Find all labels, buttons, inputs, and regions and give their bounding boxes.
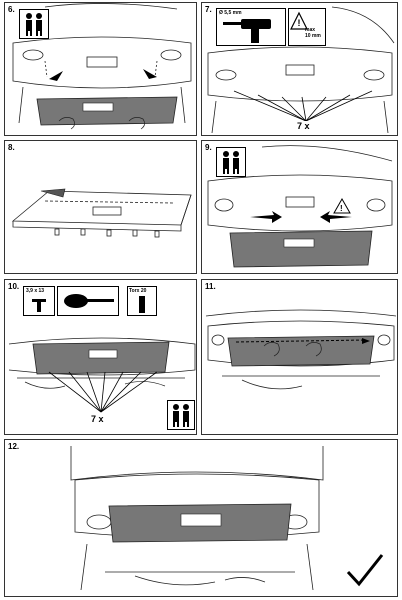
torx-size-label: Torx 20	[129, 288, 147, 294]
car-rear-drawing	[205, 309, 397, 390]
car-rear-drawing	[207, 6, 395, 134]
step-number: 12.	[8, 442, 20, 451]
screwdriver-icon	[57, 286, 119, 316]
two-persons-icon	[19, 9, 49, 39]
step-8-panel: 8.	[4, 140, 197, 274]
car-rear-drawing	[70, 446, 324, 591]
screw-count-label: 7 x	[89, 414, 106, 424]
step-10-panel: 10. 3,9 x 13 Torx 20 7 x	[4, 279, 197, 435]
torx-bit-icon: Torx 20	[127, 286, 157, 316]
step-number: 11.	[205, 282, 216, 291]
two-persons-icon	[216, 147, 246, 177]
step-number: 6.	[8, 5, 15, 14]
step-11-panel: 11.	[201, 279, 398, 435]
warning-icon: ! max 10 mm	[288, 8, 326, 46]
car-rear-drawing	[12, 3, 192, 130]
step-number: 8.	[8, 143, 15, 152]
screw-size-label: 3,9 x 13	[26, 288, 45, 294]
drill-size-label: Ø 5,5 mm	[219, 10, 242, 16]
step-6-panel: 6.	[4, 2, 197, 136]
two-persons-icon	[167, 400, 195, 430]
car-rear-drawing: !	[207, 145, 393, 268]
step-number: 7.	[205, 5, 212, 14]
drill-icon: Ø 5,5 mm	[216, 8, 286, 46]
max-depth-label: max 10 mm	[305, 27, 321, 39]
svg-text:!: !	[340, 204, 343, 213]
step-number: 9.	[205, 143, 212, 152]
svg-text:!: !	[298, 18, 301, 28]
step-9-panel: 9. !	[201, 140, 398, 274]
hole-count-label: 7 x	[295, 121, 312, 131]
screw-icon: 3,9 x 13	[23, 286, 55, 316]
car-rear-drawing	[8, 337, 196, 413]
checkmark-icon	[346, 554, 384, 587]
step-number: 10.	[8, 282, 20, 291]
bumper-panel-drawing	[11, 188, 192, 238]
step-12-panel: 12.	[4, 439, 398, 597]
step-7-panel: 7. Ø 5,5 mm ! max 10 mm 7 x	[201, 2, 398, 136]
